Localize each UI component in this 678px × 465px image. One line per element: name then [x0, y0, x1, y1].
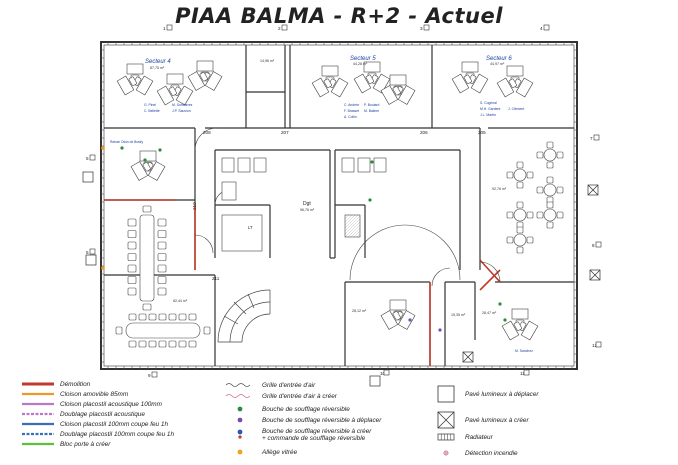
axis-number: 8 [592, 243, 595, 248]
sector-5-label: Secteur 5 [350, 56, 376, 62]
light-boxes [82, 171, 601, 387]
door-number: 208 [203, 130, 211, 135]
legend-label: Bouche de soufflage réversible à créer [262, 428, 372, 435]
axis-number: 1 [163, 26, 166, 31]
legend-swatch [237, 449, 243, 455]
occupant: M. Baliner [364, 109, 380, 113]
occupant: J.P. Sauvion [172, 109, 191, 113]
occupant: A. Collin [344, 115, 357, 119]
legend-swatch [437, 433, 455, 441]
legend-label: Radiateur [465, 434, 494, 441]
lt-label: LT [248, 225, 253, 230]
door-numbers: 208 207 206 205 210 211 [192, 130, 486, 281]
meeting-table-left [127, 205, 167, 311]
legend-swatch [237, 429, 243, 435]
dgt-area: 96,76 m² [300, 208, 315, 212]
sector-occupants: G. Pinel M. Sumtarres C. Bellette J.P. S… [144, 101, 524, 119]
stair [217, 289, 271, 343]
door-number: 211 [212, 276, 220, 281]
occupant: S. Cogrinal [480, 101, 497, 105]
door-number: 205 [478, 130, 486, 135]
axis-number: 6 [86, 250, 89, 255]
occupant: P. Boulard [364, 103, 380, 107]
sector-4-label: Secteur 4 [145, 59, 171, 65]
door-number: 207 [281, 130, 289, 135]
axis-number: 9 [148, 373, 151, 378]
legend-label: Bouche de soufflage réversible à déplace… [262, 417, 382, 424]
office-b-area: 15,35 m² [451, 313, 466, 317]
occupant: F. Brasset [344, 109, 359, 113]
legend-label: Cloison placostil acoustique 100mm [60, 401, 163, 408]
plan-title: PIAA BALMA - R+2 - Actuel [175, 4, 503, 28]
legend-label: Détection incendie [465, 450, 518, 457]
room-small-top-area: 14,96 m² [260, 59, 275, 63]
legend-label: Grille d'entrée d'air à créer [262, 393, 338, 400]
legend-label: Démolition [60, 381, 91, 388]
legend-label: Pavé lumineux à créer [465, 417, 529, 424]
door-number: 206 [420, 130, 428, 135]
legend-label: Grille d'entrée d'air [262, 382, 316, 389]
axis-number: 12 [592, 343, 598, 348]
room-labels: 14,96 m² Raboin Odon de Bostry Dgt 96,76… [110, 59, 533, 353]
sector-4-area: 87,75 m² [150, 66, 165, 70]
office-c-area: 28,47 m² [482, 311, 497, 315]
legend-label: Doublage placostil 100mm coupe feu 1h [60, 431, 174, 438]
axis-number: 5 [86, 156, 89, 161]
legend-label: Bloc porte à créer [60, 441, 111, 448]
sector-5-area: 44,28 m² [353, 62, 368, 66]
window-ticks [101, 42, 577, 369]
dgt-label: Dgt [303, 201, 311, 207]
legend-swatch [225, 394, 251, 398]
legend-label: Allège vitrée [261, 449, 298, 456]
door-number: 210 [192, 202, 197, 210]
legend-label: Bouche de soufflage réversible [262, 406, 350, 413]
legend-label: + commande de soufflage réversible [262, 435, 366, 442]
axis-number: 4 [540, 26, 543, 31]
occupant: J. Clément [508, 107, 524, 111]
legend-swatch [237, 417, 243, 423]
occupant: G. Pinel [144, 103, 156, 107]
demolition-walls [104, 199, 501, 366]
axis-number: 3 [420, 26, 423, 31]
legend-swatch [437, 385, 455, 403]
occupant: M.H. Gardent [480, 107, 500, 111]
door-swings [194, 127, 501, 287]
sector-labels: Secteur 4 87,75 m² Secteur 5 44,28 m² Se… [145, 56, 512, 70]
round-tables-right [506, 141, 564, 254]
legend-label: Cloison amovible 85mm [60, 391, 129, 398]
sector-6-label: Secteur 6 [486, 56, 512, 62]
office-c-occupant: M. Sanchez [515, 349, 533, 353]
meeting-left-area: 82,44 m² [173, 299, 188, 303]
desk-clusters [116, 60, 539, 341]
outer-walls [100, 41, 578, 370]
legend-swatch [443, 450, 449, 456]
air-outlets [101, 146, 507, 332]
axis-number: 10 [380, 371, 386, 376]
internal-walls [104, 45, 574, 366]
legend-swatch [238, 435, 242, 439]
legend-label: Pavé lumineux à déplacer [465, 391, 539, 398]
right-meeting-area: 92,76 m² [492, 187, 507, 191]
toilets [221, 157, 387, 252]
occupant: C. Andrée [344, 103, 359, 107]
axis-number: 11 [520, 371, 525, 376]
axis-number: 2 [278, 26, 281, 31]
axis-number: 7 [590, 136, 593, 141]
meeting-table-bottom [115, 313, 211, 348]
office-a-area: 28,12 m² [352, 309, 367, 313]
legend-label: Doublage placostil acoustique [60, 411, 145, 418]
legend-swatch [437, 411, 455, 429]
sector-6-area: 44,97 m² [490, 62, 505, 66]
legend-label: Cloison placostil 100mm coupe feu 1h [60, 421, 168, 428]
legend-swatch [237, 406, 243, 412]
legend-swatch [225, 383, 251, 387]
occupant: M. Sumtarres [172, 103, 193, 107]
occupant: J.L. Martin [480, 113, 496, 117]
left-office-occupant: Raboin Odon de Bostry [110, 140, 144, 144]
occupant: C. Bellette [144, 109, 160, 113]
